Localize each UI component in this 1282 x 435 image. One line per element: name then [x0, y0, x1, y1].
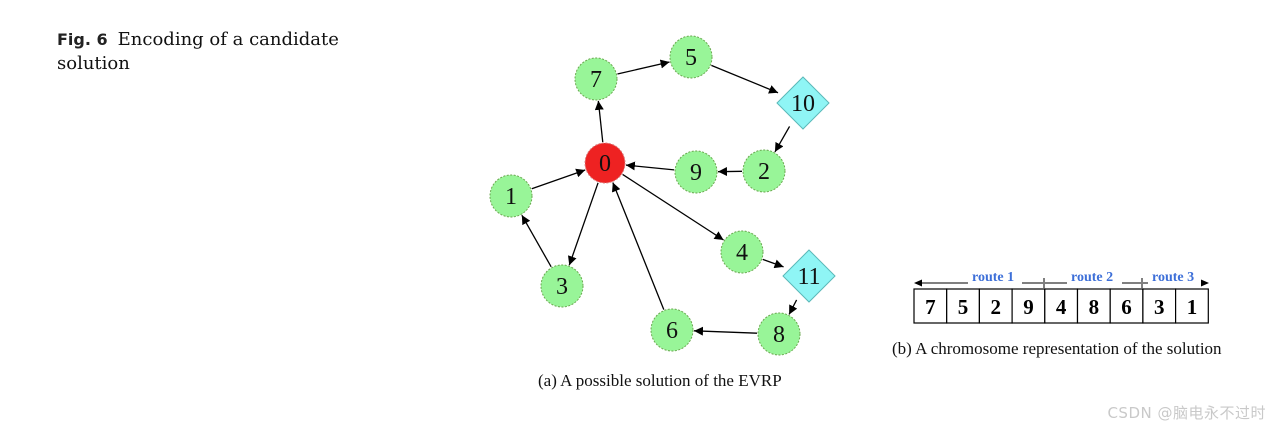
route-nodes: 0 7 5 10 2 9 1 3 4 11 8 6	[489, 35, 836, 356]
node-7: 7	[574, 57, 618, 101]
edge-11-to-8	[788, 299, 798, 315]
route-1-label: route 1	[972, 270, 1014, 285]
node-5: 5	[669, 35, 713, 79]
watermark: CSDN @脑电永不过时	[1107, 404, 1266, 422]
gene-value-2: 2	[991, 295, 1002, 319]
node-8-label: 8	[773, 322, 785, 348]
gene-cell-1	[946, 288, 981, 324]
gene-cell-7	[1142, 288, 1177, 324]
edge-1-to-0	[531, 168, 586, 190]
node-11-label: 11	[797, 264, 820, 290]
edge-5-to-10	[711, 64, 779, 94]
gene-value-6: 6	[1121, 295, 1132, 319]
edge-0-to-7	[594, 100, 604, 143]
edge-6-to-0	[611, 182, 665, 310]
node-9: 9	[674, 150, 718, 194]
node-5-label: 5	[685, 45, 697, 71]
node-8: 8	[757, 312, 801, 356]
node-0: 0	[584, 142, 626, 184]
graph-caption: (a) A possible solution of the EVRP	[538, 371, 782, 390]
node-0-label: 0	[599, 151, 611, 177]
route-arrow-right	[1201, 279, 1209, 287]
node-11: 11	[782, 249, 836, 303]
node-2-label: 2	[758, 159, 770, 185]
node-7-label: 7	[590, 67, 602, 93]
edge-4-to-11	[762, 258, 784, 269]
chromosome-caption: (b) A chromosome representation of the s…	[892, 339, 1222, 358]
route-3-label: route 3	[1152, 270, 1194, 285]
node-1: 1	[489, 174, 533, 218]
gene-cell-4	[1044, 288, 1079, 324]
gene-cell-2	[978, 288, 1013, 324]
route-2-label: route 2	[1071, 270, 1113, 285]
figure-label: Fig. 6	[57, 30, 108, 49]
customer-node-2-shape	[742, 149, 786, 193]
edge-7-to-5	[617, 59, 670, 75]
depot-node-0-shape	[584, 142, 626, 184]
gene-value-3: 9	[1023, 295, 1034, 319]
edge-3-to-1	[521, 214, 552, 268]
gene-cell-5	[1076, 288, 1111, 324]
gene-value-1: 5	[958, 295, 969, 319]
node-2: 2	[742, 149, 786, 193]
edge-0-to-3	[567, 182, 599, 266]
node-4-label: 4	[736, 240, 748, 266]
gene-cell-0	[913, 288, 948, 324]
customer-node-4-shape	[720, 230, 764, 274]
customer-node-8-shape	[757, 312, 801, 356]
customer-node-5-shape	[669, 35, 713, 79]
node-3-label: 3	[556, 274, 568, 300]
gene-cell-6	[1109, 288, 1144, 324]
gene-value-4: 4	[1056, 295, 1067, 319]
station-node-11-shape	[782, 249, 836, 303]
route-arrow-left	[914, 279, 922, 287]
customer-node-3-shape	[540, 264, 584, 308]
node-6: 6	[650, 308, 694, 352]
gene-value-0: 7	[925, 295, 936, 319]
customer-node-7-shape	[574, 57, 618, 101]
gene-cell-8	[1174, 288, 1209, 324]
route-brackets	[914, 278, 1209, 288]
edge-8-to-6	[693, 326, 758, 336]
customer-node-1-shape	[489, 174, 533, 218]
node-6-label: 6	[666, 318, 678, 344]
edge-9-to-0	[625, 161, 675, 171]
gene-value-5: 8	[1089, 295, 1100, 319]
edge-0-to-4	[622, 173, 724, 241]
node-1-label: 1	[505, 184, 517, 210]
station-node-10-shape	[776, 76, 830, 130]
edge-10-to-2	[774, 126, 791, 153]
node-10-label: 10	[791, 91, 815, 117]
node-10: 10	[776, 76, 830, 130]
node-9-label: 9	[690, 160, 702, 186]
figure-caption-text: Encoding of a candidate solution	[57, 29, 339, 74]
node-4: 4	[720, 230, 764, 274]
customer-node-9-shape	[674, 150, 718, 194]
route-edges	[521, 59, 798, 336]
node-3: 3	[540, 264, 584, 308]
gene-value-8: 1	[1187, 295, 1198, 319]
customer-node-6-shape	[650, 308, 694, 352]
gene-value-7: 3	[1154, 295, 1165, 319]
